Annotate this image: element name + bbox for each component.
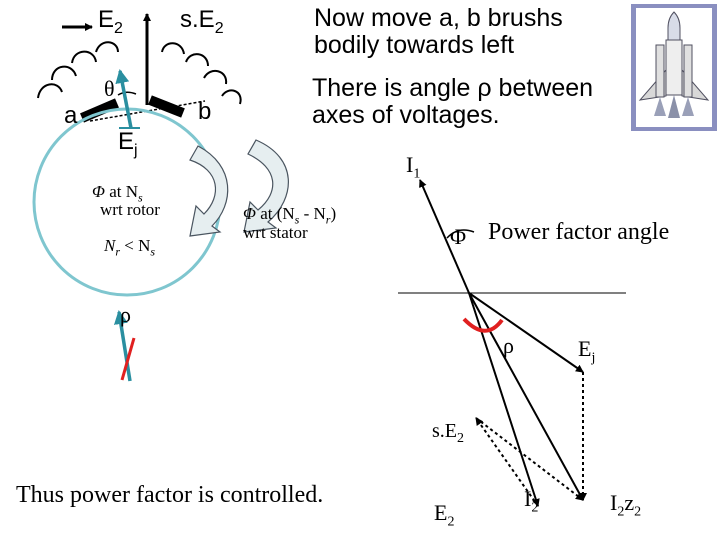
heading-line-2: bodily towards left <box>314 31 515 59</box>
i1-phasor <box>419 179 470 294</box>
rotor-flux-line-2: wrt rotor <box>100 200 160 219</box>
brush-b-bar <box>148 95 185 118</box>
brush-b-label: b <box>198 98 212 125</box>
theta-label: θ <box>104 76 115 101</box>
rho-label: ρ <box>503 333 514 358</box>
ej-phasor <box>468 292 584 373</box>
pf-angle-label: Power factor angle <box>488 219 670 245</box>
theta-arc <box>117 91 137 96</box>
i1-label: I1 <box>406 152 421 182</box>
rho-ej-arrow <box>113 310 132 382</box>
se2-phasor-label: s.E2 <box>432 420 464 446</box>
machine-schematic <box>32 13 289 382</box>
i2z2-dotted <box>475 417 584 501</box>
phasor-diagram <box>398 179 626 507</box>
space-shuttle-icon <box>631 4 717 131</box>
heading-line-1: Now move a, b brushs <box>314 4 563 32</box>
i2-phasor <box>468 292 584 501</box>
ej-phasor-label: Ej <box>578 336 596 366</box>
brush-a-bar <box>80 98 119 123</box>
stator-rotation-arrow-icon <box>243 139 289 233</box>
rho-red-axis <box>120 337 136 381</box>
i2z2-phasor-label: I2z2 <box>610 490 642 520</box>
commutator-winding-icon <box>37 41 242 105</box>
phi-label: Φ <box>450 224 467 249</box>
conclusion-text: Thus power factor is controlled. <box>16 482 324 508</box>
stator-flux-line-1: Φ at (Ns - Nr) <box>243 204 337 227</box>
e2-phasor-label: E2 <box>434 500 455 530</box>
e2-label: E2 <box>98 6 123 37</box>
rotor-flux-line-1: Φ at Ns <box>92 182 143 205</box>
rotor-flux-line-3: Nr < Ns <box>104 236 156 259</box>
ej-rotor-arrow <box>115 69 133 129</box>
stator-flux-line-2: wrt stator <box>243 223 308 242</box>
rotation-arrow-icon <box>189 145 229 237</box>
ej-rotor-label: Ej <box>118 128 138 159</box>
rho-arc <box>462 317 504 333</box>
brush-a-label: a <box>64 102 78 129</box>
phi-arc <box>446 229 475 239</box>
rho-small-label: ρ <box>120 302 131 327</box>
brush-axis <box>89 100 206 122</box>
note-line-1: There is angle ρ between <box>312 74 594 102</box>
i2-phasor-label: I2 <box>524 486 539 516</box>
note-line-2: axes of voltages. <box>312 101 500 129</box>
se2-label: s.E2 <box>180 6 224 37</box>
